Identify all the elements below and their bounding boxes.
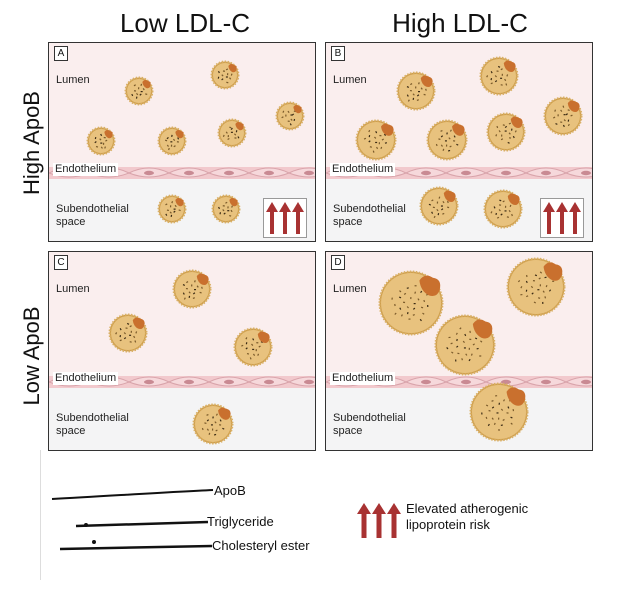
lipoprotein-particle xyxy=(543,96,583,136)
space-label: space xyxy=(333,425,363,437)
lipoprotein-particle xyxy=(469,382,529,442)
lipoprotein-particle xyxy=(172,269,212,309)
lipoprotein-particle xyxy=(506,257,566,317)
legend-risk-label-line2: lipoprotein risk xyxy=(406,517,490,532)
subendothelial-label: Subendothelial xyxy=(333,412,406,424)
lipoprotein-particle xyxy=(108,313,148,353)
legend-triglyceride-label: Triglyceride xyxy=(207,514,274,529)
subendothelial-label: Subendothelial xyxy=(56,412,129,424)
lipoprotein-particle xyxy=(483,189,523,229)
endothelium-cell-layer xyxy=(49,376,315,388)
lipoprotein-particle xyxy=(86,126,116,156)
endothelium-label: Endothelium xyxy=(330,163,396,176)
lipoprotein-particle xyxy=(479,56,519,96)
endothelium-label: Endothelium xyxy=(330,372,396,385)
lipoprotein-particle xyxy=(211,194,241,224)
legend-cholesteryl-ester-label: Cholesteryl ester xyxy=(212,538,310,553)
subendothelial-label: Subendothelial xyxy=(333,203,406,215)
lipoprotein-particle xyxy=(378,270,444,336)
endothelium-label: Endothelium xyxy=(53,372,119,385)
lipoprotein-particle xyxy=(124,76,154,106)
subendothelial-label: Subendothelial xyxy=(56,203,129,215)
column-title-high-ldl: High LDL-C xyxy=(392,8,528,38)
lumen-label: Lumen xyxy=(56,283,90,295)
lipoprotein-particle xyxy=(157,126,187,156)
legend-apob-label: ApoB xyxy=(214,483,246,498)
legend: ApoB Triglyceride Cholesteryl ester Elev… xyxy=(48,456,608,581)
lipoprotein-particle xyxy=(486,112,526,152)
risk-arrows-icon xyxy=(540,198,584,238)
lipoprotein-particle xyxy=(426,119,468,161)
lipoprotein-particle xyxy=(434,314,496,376)
lumen-label: Lumen xyxy=(333,74,367,86)
panel-letter: B xyxy=(331,46,345,61)
endothelium-label: Endothelium xyxy=(53,163,119,176)
subendothelial-region xyxy=(326,388,592,450)
subendothelial-region xyxy=(49,388,315,450)
space-label: space xyxy=(333,216,363,228)
legend-risk-arrows-icon xyxy=(357,503,401,538)
panel-letter: A xyxy=(54,46,68,61)
lipoprotein-particle xyxy=(233,327,273,367)
lumen-label: Lumen xyxy=(56,74,90,86)
legend-leader-lines xyxy=(51,489,214,551)
lipoprotein-particle xyxy=(355,119,397,161)
lipoprotein-particle xyxy=(419,186,459,226)
lipoprotein-particle xyxy=(210,60,240,90)
lipoprotein-particle xyxy=(192,403,234,445)
column-title-low-ldl: Low LDL-C xyxy=(119,8,251,38)
lipoprotein-particle xyxy=(275,101,305,131)
legend-frame-line xyxy=(40,450,41,580)
lumen-label: Lumen xyxy=(333,283,367,295)
space-label: space xyxy=(56,216,86,228)
lipoprotein-particle xyxy=(396,71,436,111)
row-title-low-apob: Low ApoB xyxy=(19,306,44,406)
panel-letter: C xyxy=(54,255,68,270)
legend-risk-label-line1: Elevated atherogenic xyxy=(406,501,529,516)
row-title-high-apob: High ApoB xyxy=(19,91,44,195)
space-label: space xyxy=(56,425,86,437)
lipoprotein-particle xyxy=(217,118,247,148)
panel-letter: D xyxy=(331,255,345,270)
lipoprotein-particle xyxy=(157,194,187,224)
risk-arrows-icon xyxy=(263,198,307,238)
